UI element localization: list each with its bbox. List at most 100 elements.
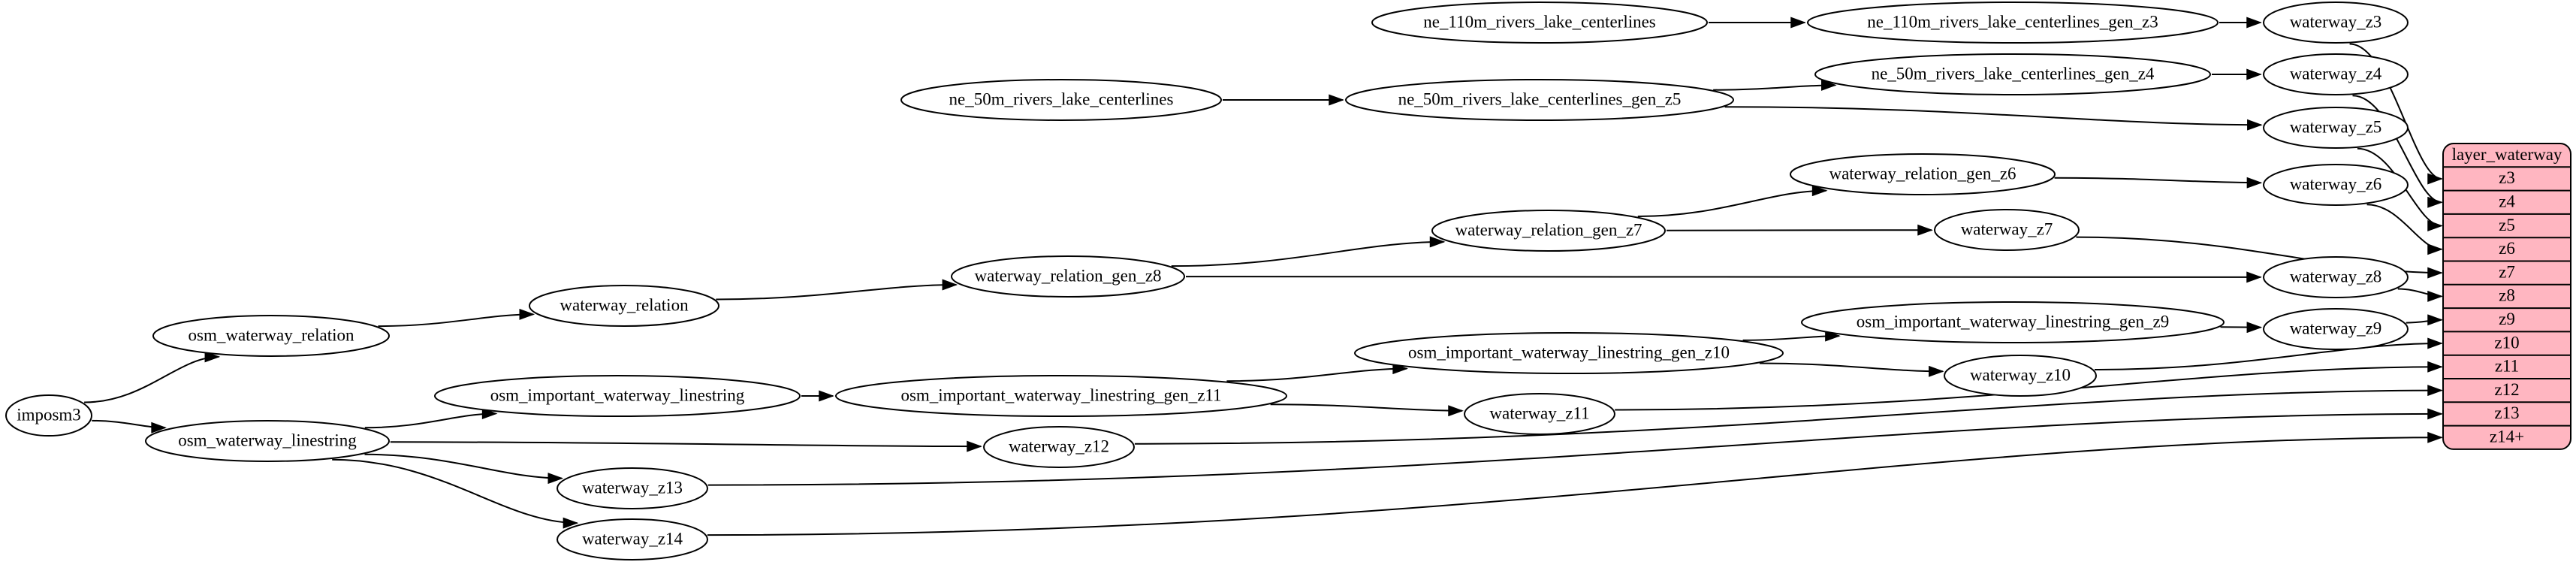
node-ellipse [1354,332,1784,374]
node-label: osm_important_waterway_linestring_gen_z1… [1408,343,1730,361]
node-ellipse [1431,210,1666,252]
node-label: ne_50m_rivers_lake_centerlines_gen_z4 [1872,64,2155,83]
node-label: waterway_z4 [2290,64,2382,83]
node-ellipse [1807,2,2219,44]
node-label: waterway_z12 [1009,437,1109,455]
node-label: waterway_z13 [582,478,683,497]
edge-osm_waterway_linestring-to-osm_important_waterway_linestring [364,408,498,429]
edge-waterway_relation_gen_z8-to-waterway_z8 [1185,271,2262,283]
edge-osm_important_waterway_linestring_gen_z11-to-waterway_z11 [1270,403,1464,417]
edge-waterway_relation_gen_z6-to-waterway_z6 [2054,177,2263,189]
node-label: waterway_z9 [2290,319,2382,337]
edge-waterway_z14-to-layer_waterway-z14+ [707,431,2443,536]
table-row-z12: z12 [2494,380,2519,399]
edge-imposm3-to-osm_waterway_linestring [92,419,167,434]
table-row-z13: z13 [2494,403,2519,422]
node-label: ne_50m_rivers_lake_centerlines_gen_z5 [1398,89,1682,108]
table-background [2442,143,2571,450]
node-ne_110m_rivers_lake_centerlines: ne_110m_rivers_lake_centerlines [1371,2,1708,44]
node-label: ne_110m_rivers_lake_centerlines_gen_z3 [1867,12,2158,31]
node-label: ne_50m_rivers_lake_centerlines [949,89,1174,108]
node-ellipse [529,285,719,327]
edge-osm_waterway_linestring-to-waterway_z13 [364,453,564,485]
edge-waterway_relation-to-waterway_relation_gen_z8 [716,279,958,301]
table-layer-waterway: layer_waterwayz3z4z5z6z7z8z9z10z11z12z13… [2442,143,2571,450]
node-ellipse [2263,256,2409,298]
table-row-z6: z6 [2499,239,2515,258]
node-osm_important_waterway_linestring: osm_important_waterway_linestring [434,375,801,417]
table-row-z9: z9 [2499,310,2515,328]
edge-osm_important_waterway_linestring_gen_z11-to-osm_important_waterway_linestring_gen_z10 [1226,363,1408,382]
node-ellipse [2263,53,2409,95]
node-ellipse [1801,301,2225,343]
node-ellipse [900,79,1222,121]
node-waterway_z5: waterway_z5 [2263,107,2409,149]
node-waterway_relation_gen_z8: waterway_relation_gen_z8 [951,255,1185,298]
node-ellipse [1934,209,2080,251]
table-row-z14+: z14+ [2490,428,2524,446]
table-title: layer_waterway [2452,145,2562,164]
node-osm_waterway_relation: osm_waterway_relation [152,315,390,357]
node-label: osm_waterway_relation [189,325,354,344]
node-osm_important_waterway_linestring_gen_z10: osm_important_waterway_linestring_gen_z1… [1354,332,1784,374]
node-label: osm_important_waterway_linestring [490,385,745,404]
node-ellipse [1464,393,1615,435]
node-label: waterway_z5 [2290,117,2382,136]
node-osm_waterway_linestring: osm_waterway_linestring [145,420,390,462]
node-label: ne_110m_rivers_lake_centerlines [1423,12,1656,31]
node-ellipse [557,518,708,560]
table-row-z11: z11 [2495,357,2519,376]
node-label: osm_waterway_linestring [178,431,357,449]
node-label: waterway_relation_gen_z6 [1829,164,2016,183]
node-ellipse [1944,355,2097,397]
edge-ne_50m_rivers_lake_centerlines_gen_z5-to-waterway_z5 [1724,106,2263,131]
node-ellipse [2263,308,2409,350]
node-label: waterway_relation_gen_z8 [974,266,1161,285]
edge-waterway_relation_gen_z7-to-waterway_relation_gen_z6 [1637,185,1828,217]
node-ellipse [2263,164,2409,206]
node-label: waterway_z11 [1489,403,1589,422]
node-label: waterway_z10 [1970,365,2071,384]
node-label: waterway_z8 [2290,267,2382,286]
table-row-z4: z4 [2499,192,2515,211]
node-waterway_z4: waterway_z4 [2263,53,2409,95]
node-label: imposm3 [17,405,81,424]
node-waterway_z14: waterway_z14 [557,518,708,560]
node-osm_important_waterway_linestring_gen_z9: osm_important_waterway_linestring_gen_z9 [1801,301,2225,343]
node-ellipse [2263,107,2409,149]
node-waterway_z7: waterway_z7 [1934,209,2080,251]
table-row-z10: z10 [2494,333,2519,352]
node-ellipse [5,394,92,437]
edge-osm_important_waterway_linestring_gen_z10-to-osm_important_waterway_linestring_gen_z9 [1742,330,1841,342]
node-waterway_z6: waterway_z6 [2263,164,2409,206]
edge-waterway_z13-to-layer_waterway-z13 [707,408,2443,486]
node-ellipse [983,426,1135,468]
edge-osm_waterway_linestring-to-waterway_z12 [390,440,982,452]
edges-layer [84,17,2443,536]
table-row-z8: z8 [2499,286,2515,305]
node-waterway_z11: waterway_z11 [1464,393,1615,435]
node-ne_50m_rivers_lake_centerlines_gen_z4: ne_50m_rivers_lake_centerlines_gen_z4 [1814,53,2211,95]
node-waterway_z13: waterway_z13 [557,467,708,509]
node-ellipse [1345,79,1734,121]
node-waterway_z12: waterway_z12 [983,426,1135,468]
edge-osm_waterway_relation-to-waterway_relation [378,308,535,328]
nodes-layer: imposm3 osm_waterway_relation osm_waterway… [5,2,2409,560]
node-imposm3: imposm3 [5,394,92,437]
edge-ne_50m_rivers_lake_centerlines_gen_z5-to-ne_50m_rivers_lake_centerlines_gen_z4 [1713,79,1837,91]
node-waterway_z9: waterway_z9 [2263,308,2409,350]
node-waterway_relation_gen_z6: waterway_relation_gen_z6 [1790,153,2056,195]
edge-waterway_z10-to-layer_waterway-z10 [2094,337,2443,370]
edge-osm_important_waterway_linestring_gen_z10-to-waterway_z10 [1759,362,1944,377]
node-label: waterway_z3 [2290,12,2382,31]
node-label: osm_important_waterway_linestring_gen_z9 [1857,312,2169,331]
node-waterway_z8: waterway_z8 [2263,256,2409,298]
table-row-z5: z5 [2499,216,2515,234]
edge-waterway_relation_gen_z7-to-waterway_z7 [1666,224,1933,236]
node-ne_50m_rivers_lake_centerlines_gen_z5: ne_50m_rivers_lake_centerlines_gen_z5 [1345,79,1734,121]
node-ellipse [951,255,1185,298]
node-label: osm_important_waterway_linestring_gen_z1… [900,385,1221,404]
node-label: waterway_z14 [582,529,683,548]
